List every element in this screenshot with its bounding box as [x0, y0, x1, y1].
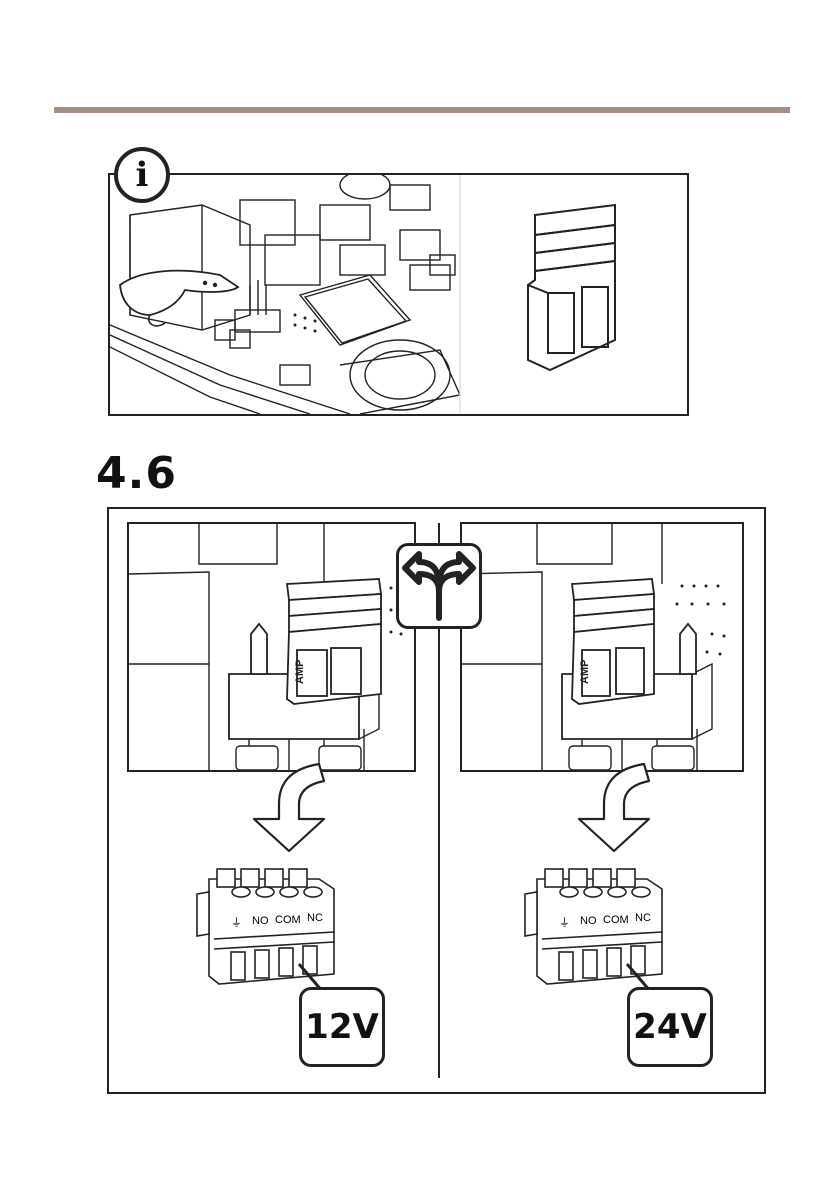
connector-part-marking: AMP [294, 660, 306, 684]
voltage-label-12v: 12V [299, 987, 385, 1067]
terminal-block-connector-24v: ⏚ NO COM NC [517, 864, 677, 999]
insert-arrow-icon [244, 759, 364, 854]
pin-label-ground: ⏚ [231, 916, 242, 929]
pin-label-nc: NC [307, 912, 323, 924]
terminal-block-connector-12v: ⏚ NO COM NC [189, 864, 349, 999]
info-icon-glyph: i [136, 158, 149, 192]
info-icon: i [114, 147, 170, 203]
pin-label-no: NO [252, 915, 269, 927]
connector-part-marking: AMP [579, 660, 591, 684]
insert-arrow-icon [569, 759, 689, 854]
split-arrow-icon [396, 543, 482, 629]
jumper-closeup-12v: AMP [127, 522, 416, 772]
header-rule [54, 107, 790, 113]
circuit-board-illustration [110, 175, 687, 414]
step-number: 4.6 [96, 448, 177, 499]
option-12v: AMP [109, 509, 439, 1094]
info-illustration-panel [108, 173, 689, 416]
pin-label-com: COM [603, 914, 629, 926]
step-illustration-panel: AMP [107, 507, 766, 1094]
pin-label-ground: ⏚ [559, 916, 570, 929]
jumper-closeup-24v: AMP [460, 522, 744, 772]
pin-label-com: COM [275, 914, 301, 926]
jumper-position-left-illustration: AMP [129, 524, 414, 770]
voltage-label-24v: 24V [627, 987, 713, 1067]
jumper-position-right-illustration: AMP [462, 524, 742, 770]
pin-label-no: NO [580, 915, 597, 927]
option-24v: AMP [439, 509, 768, 1094]
pin-label-nc: NC [635, 912, 651, 924]
